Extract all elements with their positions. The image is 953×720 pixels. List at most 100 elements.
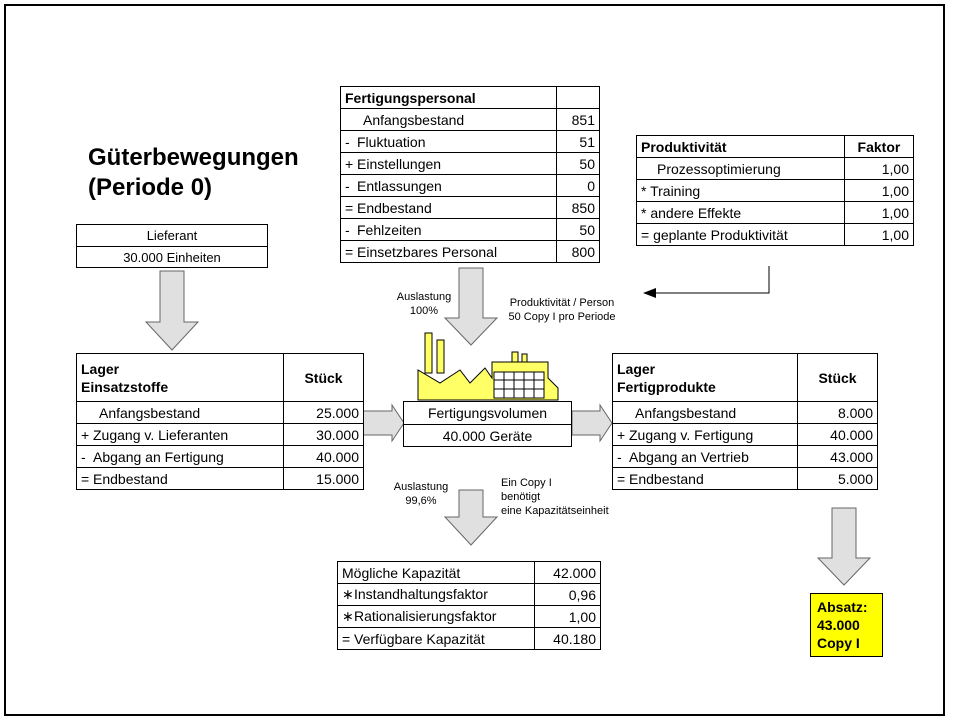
row-value: 40.180 bbox=[534, 627, 601, 650]
copy-info-line3: eine Kapazitätseinheit bbox=[501, 505, 609, 517]
arrow-fertigung-to-lager bbox=[571, 403, 613, 443]
row-value: 25.000 bbox=[283, 401, 364, 424]
title-line1: Güterbewegungen bbox=[88, 144, 299, 171]
lager-fertig-table: Lager Fertigprodukte Stück Anfangsbestan… bbox=[612, 353, 878, 490]
row-symbol: = bbox=[81, 470, 90, 487]
lieferant-amount: 30.000 Einheiten bbox=[123, 250, 221, 265]
lager-fertig-header2: Fertigprodukte bbox=[617, 378, 716, 395]
row-label: Instandhaltungsfaktor bbox=[354, 586, 488, 602]
row-symbol: - bbox=[345, 177, 350, 194]
row-label: Endbestand bbox=[93, 470, 168, 487]
lieferant-name: Lieferant bbox=[77, 225, 267, 247]
lager-fertig-header-value: Stück bbox=[797, 353, 878, 402]
row-value: 40.000 bbox=[797, 423, 878, 446]
row-label: Entlassungen bbox=[357, 177, 442, 194]
table-row: =Endbestand 15.000 bbox=[76, 467, 364, 490]
row-label: Einsetzbares Personal bbox=[357, 243, 498, 260]
produktivitaet-person-line2: 50 Copy I pro Periode bbox=[508, 311, 616, 323]
row-label: Abgang an Fertigung bbox=[93, 448, 224, 465]
row-label: Rationalisierungsfaktor bbox=[354, 608, 497, 624]
lager-einsatz-header2: Einsatzstoffe bbox=[81, 378, 169, 395]
row-label: Anfangsbestand bbox=[340, 108, 557, 131]
lager-einsatz-header-value: Stück bbox=[283, 353, 364, 402]
row-symbol: = bbox=[345, 199, 354, 216]
fertigung-label: Fertigungsvolumen bbox=[404, 402, 571, 425]
row-value: 43.000 bbox=[797, 445, 878, 468]
produktivitaet-person: Produktivität / Person 50 Copy I pro Per… bbox=[494, 296, 630, 324]
auslastung-bottom: Auslastung 99,6% bbox=[390, 480, 452, 508]
table-row: =Endbestand 5.000 bbox=[612, 467, 878, 490]
absatz-line3: Copy I bbox=[817, 635, 860, 651]
personal-header: Fertigungspersonal bbox=[340, 86, 557, 109]
row-symbol: ∗ bbox=[342, 586, 354, 602]
row-value: 8.000 bbox=[797, 401, 878, 424]
row-label: Verfügbare Kapazität bbox=[354, 630, 485, 647]
row-value: 40.000 bbox=[283, 445, 364, 468]
row-label: Mögliche Kapazität bbox=[337, 561, 535, 584]
row-value: 800 bbox=[555, 240, 601, 263]
row-symbol: + bbox=[345, 155, 354, 172]
auslastung-bottom-line2: 99,6% bbox=[405, 495, 437, 507]
table-row: -Entlassungen 0 bbox=[340, 174, 601, 197]
auslastung-top-line1: Auslastung bbox=[396, 291, 452, 303]
absatz-box: Absatz: 43.000 Copy I bbox=[810, 593, 883, 657]
lager-einsatz-header-row: Lager Einsatzstoffe Stück bbox=[76, 353, 364, 402]
page-title: Güterbewegungen (Periode 0) bbox=[88, 143, 299, 203]
row-label: Zugang v. Fertigung bbox=[629, 426, 754, 443]
arrow-kapazitaet-to-fertigung bbox=[443, 489, 499, 546]
lager-einsatz-table: Lager Einsatzstoffe Stück Anfangsbestand… bbox=[76, 353, 364, 490]
table-row: =Verfügbare Kapazität 40.180 bbox=[337, 627, 601, 650]
table-row: -Abgang an Vertrieb 43.000 bbox=[612, 445, 878, 468]
title-line2: (Periode 0) bbox=[88, 174, 213, 201]
copy-info-line1: Ein Copy I bbox=[501, 477, 552, 489]
row-value: 0 bbox=[555, 174, 601, 197]
connector-arrowhead bbox=[643, 288, 656, 298]
row-label: = geplante Produktivität bbox=[636, 223, 845, 246]
row-value: 5.000 bbox=[797, 467, 878, 490]
row-symbol: = bbox=[342, 630, 351, 647]
produktivitaet-header: Produktivität bbox=[636, 135, 845, 158]
arrow-lager-to-absatz bbox=[816, 507, 872, 586]
row-symbol: = bbox=[345, 243, 354, 260]
row-label: Abgang an Vertrieb bbox=[629, 448, 749, 465]
row-symbol: + bbox=[81, 426, 90, 443]
fertigung-box: Fertigungsvolumen 40.000 Geräte bbox=[403, 401, 572, 447]
row-symbol: + bbox=[617, 426, 626, 443]
produktivitaet-person-line1: Produktivität / Person bbox=[509, 297, 615, 309]
absatz-line2: 43.000 bbox=[817, 617, 860, 633]
row-label: Fehlzeiten bbox=[357, 221, 422, 238]
row-symbol: - bbox=[345, 133, 350, 150]
row-label: Anfangsbestand bbox=[76, 401, 284, 424]
row-value: 50 bbox=[555, 152, 601, 175]
auslastung-top: Auslastung 100% bbox=[393, 290, 455, 318]
absatz-line1: Absatz: bbox=[817, 599, 868, 615]
copy-info-line2: benötigt bbox=[501, 491, 541, 503]
row-symbol: = bbox=[617, 470, 626, 487]
auslastung-bottom-line1: Auslastung bbox=[393, 481, 449, 493]
row-symbol: - bbox=[617, 448, 622, 465]
produktivitaet-header-row: Produktivität Faktor bbox=[636, 135, 915, 158]
auslastung-top-line2: 100% bbox=[409, 305, 439, 317]
row-value: 30.000 bbox=[283, 423, 364, 446]
row-value: 15.000 bbox=[283, 467, 364, 490]
row-label: * Training bbox=[636, 179, 845, 202]
row-value: 851 bbox=[555, 108, 601, 131]
copy-info: Ein Copy I benötigt eine Kapazitätseinhe… bbox=[501, 476, 637, 518]
lager-fertig-header1: Lager bbox=[617, 360, 656, 377]
row-label: Endbestand bbox=[629, 470, 704, 487]
personal-header-row: Fertigungspersonal bbox=[340, 86, 601, 109]
row-value: 1,00 bbox=[843, 157, 915, 180]
